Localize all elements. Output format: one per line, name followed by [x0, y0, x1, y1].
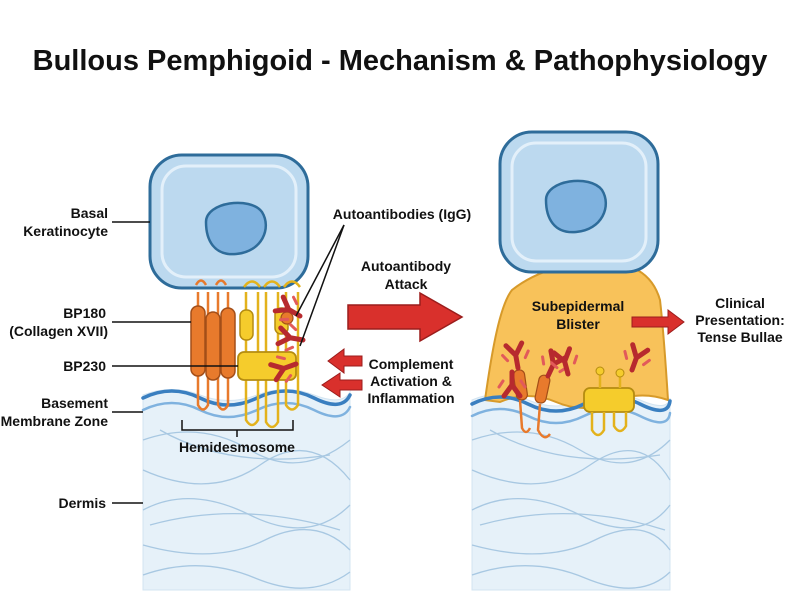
- label-basement-membrane-1: Basement: [41, 395, 108, 411]
- label-subepidermal-blister-2: Blister: [556, 316, 600, 332]
- dermis-right: [471, 393, 671, 591]
- bp180-proteins: [190, 279, 236, 411]
- label-complement-2: Activation &: [370, 373, 452, 389]
- label-autoantibody-attack-2: Attack: [385, 276, 428, 292]
- label-subepidermal-blister-1: Subepidermal: [532, 298, 625, 314]
- label-autoantibody-attack-1: Autoantibody: [361, 258, 451, 274]
- hemidesmosome-bracket: [181, 420, 294, 437]
- complement-arrow-1: [327, 348, 363, 374]
- label-basement-membrane-2: Membrane Zone: [1, 413, 109, 429]
- label-hemidesmosome: Hemidesmosome: [179, 439, 295, 455]
- right-panel: [470, 130, 685, 591]
- label-bp180-1: BP180: [63, 305, 106, 321]
- label-clinical-1: Clinical: [715, 295, 765, 311]
- label-bp180-2: (Collagen XVII): [9, 323, 108, 339]
- label-clinical-3: Tense Bullae: [697, 329, 783, 345]
- dermis-fibers-left: [142, 429, 351, 589]
- label-basal-keratinocyte-1: Basal: [71, 205, 108, 221]
- clinical-arrow: [631, 309, 685, 335]
- attack-arrow: [347, 291, 464, 343]
- damaged-bp230: [583, 366, 635, 437]
- nucleus-left: [204, 201, 267, 256]
- complement-arrow-2: [321, 372, 363, 398]
- nucleus-right: [544, 179, 607, 234]
- leader-lines-left: [112, 221, 345, 504]
- label-basal-keratinocyte-2: Keratinocyte: [23, 223, 108, 239]
- label-complement-3: Inflammation: [367, 390, 454, 406]
- middle-arrows: [321, 291, 464, 398]
- dermis-left: [142, 389, 351, 591]
- label-clinical-2: Presentation:: [695, 312, 784, 328]
- label-autoantibodies: Autoantibodies (IgG): [333, 206, 471, 222]
- dermis-fibers-right: [471, 429, 671, 589]
- page-title: Bullous Pemphigoid - Mechanism & Pathoph…: [33, 45, 768, 77]
- label-bp230: BP230: [63, 358, 106, 374]
- label-complement-1: Complement: [369, 356, 454, 372]
- left-panel: [112, 153, 352, 591]
- label-dermis: Dermis: [59, 495, 107, 511]
